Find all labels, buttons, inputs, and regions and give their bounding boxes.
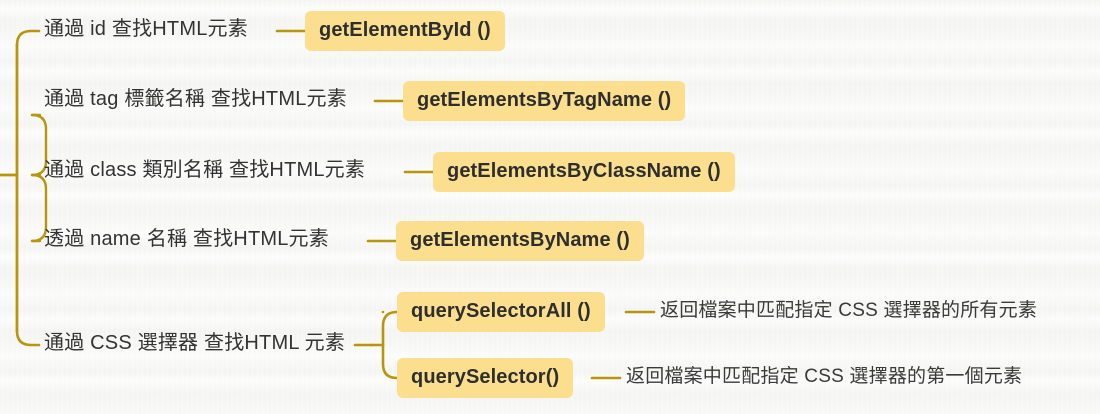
branch-label-by-class: 通過 class 類別名稱 查找HTML元素 <box>44 159 366 181</box>
method-badge-label: getElementsByTagName () <box>403 81 686 121</box>
method-badge-label: querySelectorAll () <box>397 292 605 332</box>
method-badge-getElementsByClassName[interactable]: getElementsByClassName () <box>433 152 735 192</box>
method-badge-label: getElementsByClassName () <box>433 152 735 192</box>
branch-label-by-name: 透過 name 名稱 查找HTML元素 <box>44 228 329 250</box>
method-badge-label: querySelector() <box>397 358 574 398</box>
method-badge-querySelectorAll[interactable]: querySelectorAll () <box>397 292 605 332</box>
method-badge-label: getElementsByName () <box>396 221 644 261</box>
branch-label-by-css-selector: 通過 CSS 選擇器 查找HTML 元素 <box>44 332 346 354</box>
method-badge-getElementsByName[interactable]: getElementsByName () <box>396 221 644 261</box>
branch-label-by-id: 通過 id 查找HTML元素 <box>44 18 248 40</box>
method-badge-getElementsByTagName[interactable]: getElementsByTagName () <box>403 81 686 121</box>
branch-label-by-tag: 通過 tag 標籤名稱 查找HTML元素 <box>44 88 347 110</box>
method-badge-label: getElementById () <box>305 11 505 51</box>
method-description-querySelectorAll: 返回檔案中匹配指定 CSS 選擇器的所有元素 <box>660 300 1038 321</box>
method-badge-getElementById[interactable]: getElementById () <box>305 11 505 51</box>
method-description-querySelector: 返回檔案中匹配指定 CSS 選擇器的第一個元素 <box>626 366 1023 387</box>
method-badge-querySelector[interactable]: querySelector() <box>397 358 574 398</box>
